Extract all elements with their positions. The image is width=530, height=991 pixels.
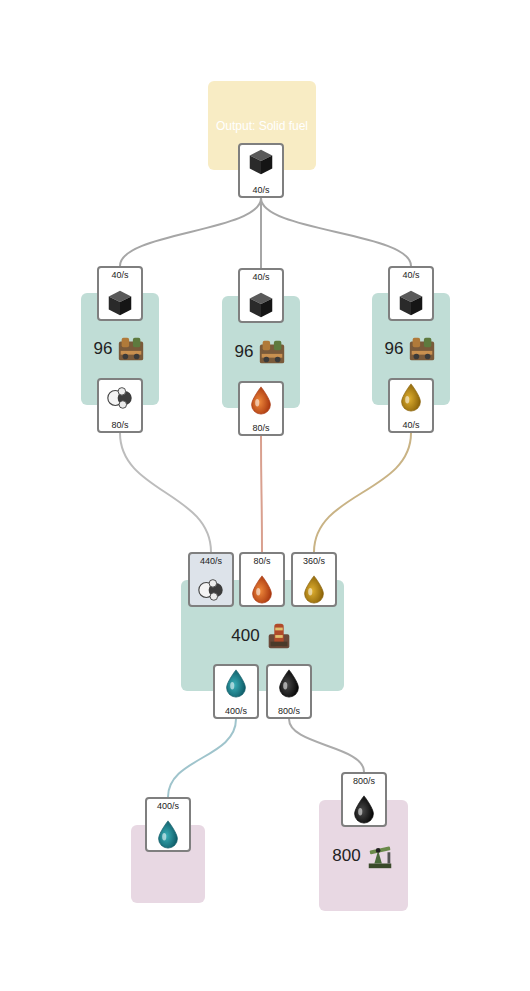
flow-connector [120, 433, 211, 552]
item-box: 440/s [188, 552, 234, 607]
item-box: 400/s [145, 797, 191, 852]
item-icon [105, 288, 135, 318]
item-box: 40/s [388, 378, 434, 433]
item-icon [196, 574, 226, 604]
source-box: 800800/s [319, 800, 408, 911]
machine-icon [407, 334, 437, 364]
machine-box: 9640/s40/s [372, 293, 450, 405]
item-box: 40/s [238, 268, 284, 323]
item-box: 360/s [291, 552, 337, 607]
item-box: 800/s [341, 772, 387, 827]
machine-icon [264, 621, 294, 651]
item-icon [396, 288, 426, 318]
item-box: 40/s [388, 266, 434, 321]
rate-label: 80/s [253, 556, 270, 566]
rate-label: 360/s [303, 556, 325, 566]
item-icon [274, 668, 304, 698]
item-box: 400/s [213, 664, 259, 719]
rate-label: 800/s [353, 776, 375, 786]
rate-label: 800/s [278, 706, 300, 716]
item-icon [221, 668, 251, 698]
machine-icon [365, 841, 395, 871]
rate-label: 440/s [200, 556, 222, 566]
rate-label: 400/s [157, 801, 179, 811]
rate-label: 80/s [111, 420, 128, 430]
item-box: 80/s [238, 381, 284, 436]
item-icon [153, 819, 183, 849]
item-icon [105, 382, 135, 412]
rate-label: 40/s [252, 272, 269, 282]
machine-box: 400440/s80/s360/s400/s800/s [181, 580, 344, 691]
source-box: 400/s [131, 825, 205, 903]
item-icon [349, 794, 379, 824]
rate-label: 80/s [252, 423, 269, 433]
item-box: 40/s [97, 266, 143, 321]
rate-label: 40/s [402, 420, 419, 430]
item-box: 800/s [266, 664, 312, 719]
item-box: 80/s [239, 552, 285, 607]
flow-connector [289, 719, 364, 772]
machine-count: 800 [332, 846, 360, 866]
rate-label: 40/s [111, 270, 128, 280]
machine-box: 9640/s80/s [222, 296, 300, 408]
machine-count: 96 [235, 342, 254, 362]
output-box: Output: Solid fuel40/s [208, 81, 316, 170]
rate-label: 40/s [252, 185, 269, 195]
machine-icon [116, 334, 146, 364]
flow-connector [314, 433, 411, 552]
rate-label: 400/s [225, 706, 247, 716]
item-icon [246, 147, 276, 177]
machine-count: 400 [231, 626, 259, 646]
item-icon [246, 385, 276, 415]
rate-label: 40/s [402, 270, 419, 280]
machine-box: 9640/s80/s [81, 293, 159, 405]
item-box: 80/s [97, 378, 143, 433]
machine-count: 96 [94, 339, 113, 359]
item-box: 40/s [238, 143, 284, 198]
item-icon [246, 290, 276, 320]
flow-connector [261, 436, 262, 552]
machine-count: 96 [385, 339, 404, 359]
item-icon [247, 574, 277, 604]
flow-connector [260, 198, 262, 268]
flow-connector [261, 198, 411, 266]
item-icon [299, 574, 329, 604]
item-icon [396, 382, 426, 412]
flow-connector [120, 198, 261, 266]
output-title: Output: Solid fuel [216, 119, 308, 133]
flow-connector [168, 719, 236, 797]
machine-icon [257, 337, 287, 367]
